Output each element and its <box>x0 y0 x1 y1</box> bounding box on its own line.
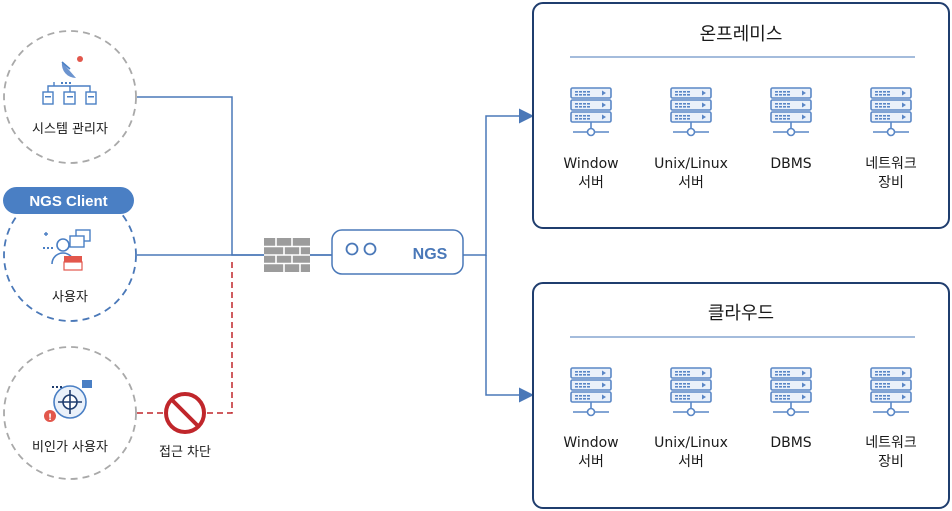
ngs-gateway: NGS <box>331 229 464 275</box>
server-label: 네트워크 <box>865 156 917 172</box>
server-label: DBMS <box>770 156 811 172</box>
ngs-client-badge-label: NGS Client <box>29 193 107 210</box>
admin-label: 시스템 관리자 <box>32 122 108 137</box>
server-label: 서버 <box>578 175 604 191</box>
blocked-label: 접근 차단 <box>159 445 211 460</box>
ngs-client-badge <box>3 187 134 214</box>
server-label: 서버 <box>678 175 704 191</box>
server-label: 서버 <box>678 454 704 470</box>
network-admin-icon <box>42 56 97 105</box>
unauthorized-label: 비인가 사용자 <box>32 440 108 455</box>
server-label: Unix/Linux <box>654 435 728 451</box>
target-icon: ! <box>44 380 92 423</box>
blocked-icon <box>164 392 206 434</box>
firewall-icon <box>264 238 310 272</box>
actor-user: NGS Client 사용자 <box>3 187 137 322</box>
cloud-title: 클라우드 <box>708 303 774 324</box>
server-label: DBMS <box>770 435 811 451</box>
server-label: 장비 <box>878 454 904 470</box>
server-label: Window <box>563 435 618 451</box>
actor-unauthorized: ! 비인가 사용자 <box>3 346 137 480</box>
user-icon <box>43 229 91 271</box>
cloud-group: 클라우드 Window 서버 Unix/Linux 서버 DBMS 네트워크 장… <box>532 282 950 509</box>
ngs-label: NGS <box>413 246 448 263</box>
server-label: Window <box>563 156 618 172</box>
user-label: 사용자 <box>52 290 88 305</box>
server-label: Unix/Linux <box>654 156 728 172</box>
server-label: 서버 <box>578 454 604 470</box>
server-label: 네트워크 <box>865 435 917 451</box>
actor-admin: 시스템 관리자 <box>3 30 137 164</box>
svg-text:!: ! <box>48 413 52 423</box>
blocked-path <box>137 258 233 414</box>
onprem-title: 온프레미스 <box>700 24 783 45</box>
onprem-group: 온프레미스 Window 서버 Unix/Linux 서버 DBMS 네트워크 … <box>532 2 950 229</box>
server-label: 장비 <box>878 175 904 191</box>
